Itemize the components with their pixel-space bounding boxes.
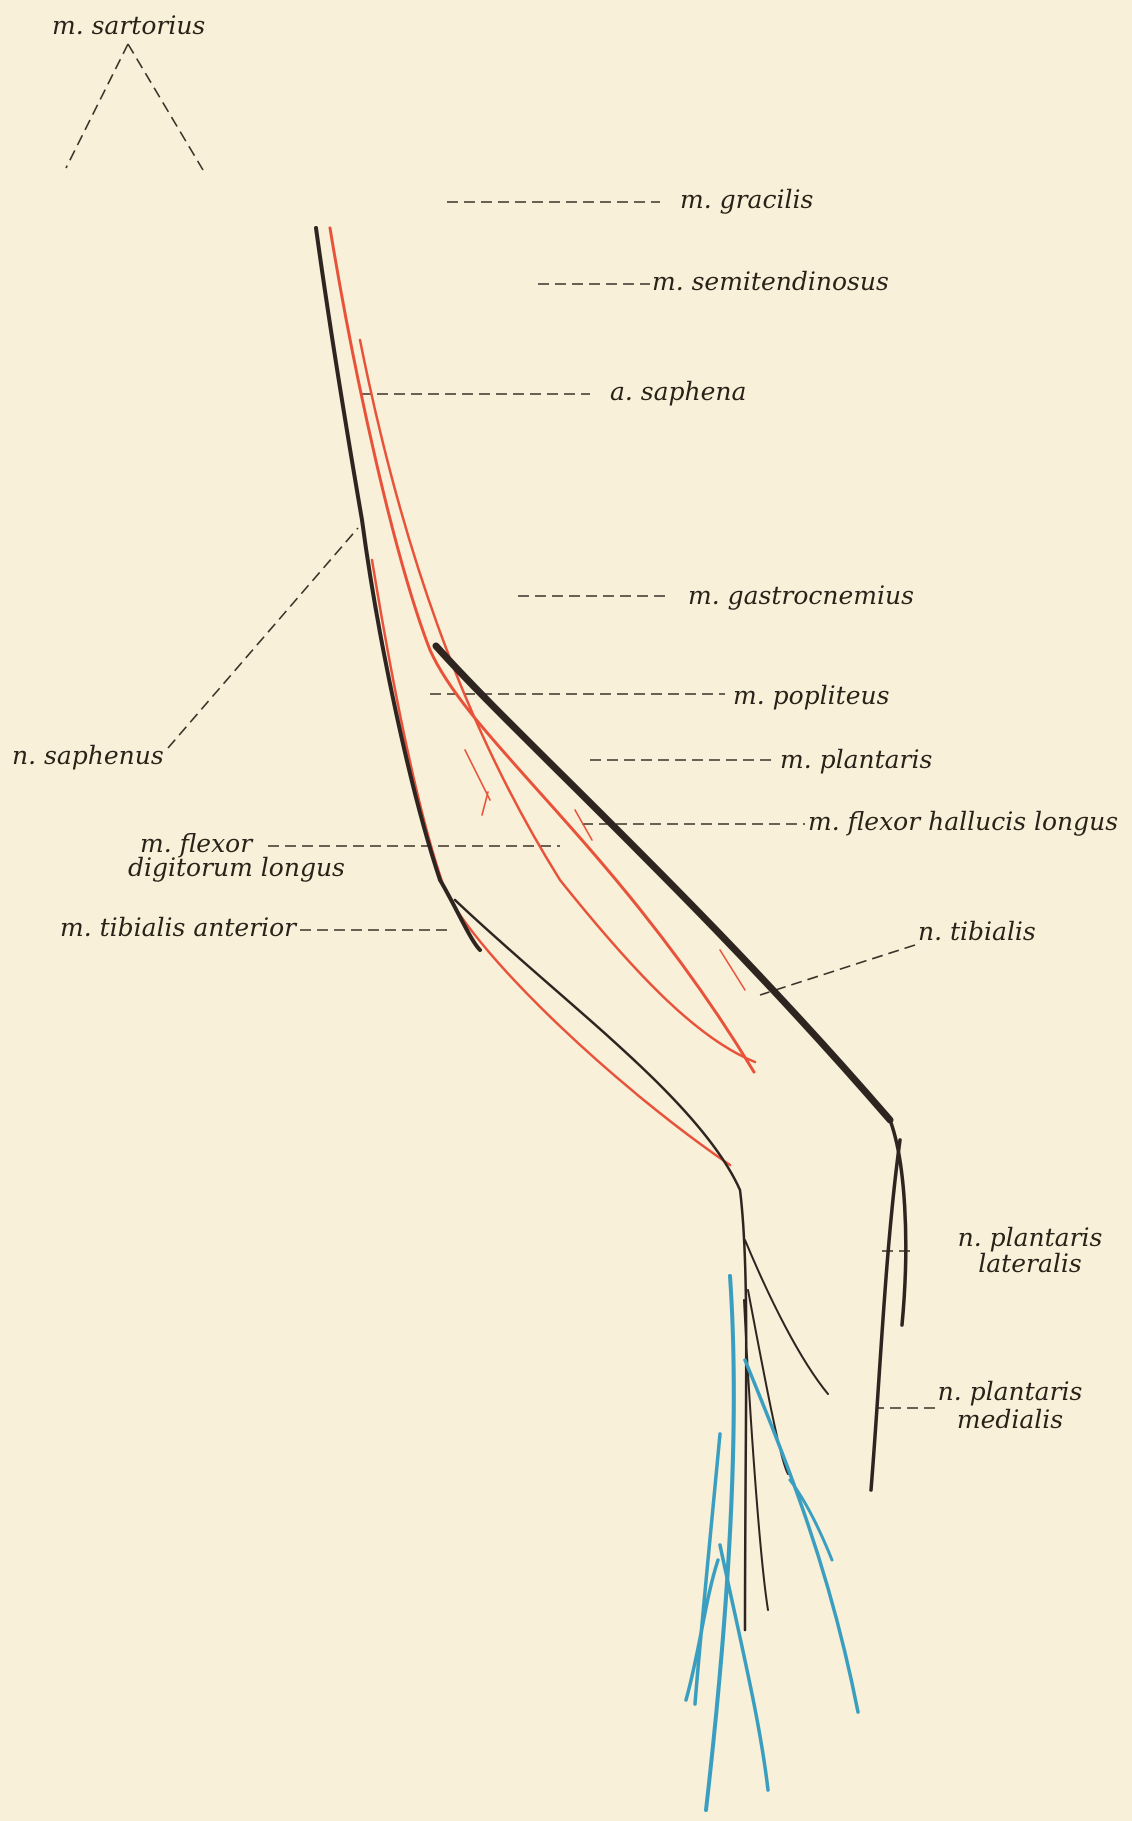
leader-tibialis bbox=[760, 945, 915, 995]
nerve-digital-1 bbox=[745, 1240, 828, 1394]
label-flexor-digitorum-2: digitorum longus bbox=[128, 854, 345, 882]
label-plantaris-medialis-1: n. plantaris bbox=[935, 1378, 1085, 1406]
nerves bbox=[316, 228, 906, 1630]
label-plantaris-lateralis-2: lateralis bbox=[960, 1250, 1100, 1278]
artery-twig-1 bbox=[465, 750, 490, 815]
label-saphena: a. saphena bbox=[610, 378, 746, 406]
vein-branch-1 bbox=[745, 1360, 858, 1712]
veins bbox=[686, 1276, 858, 1810]
label-gracilis: m. gracilis bbox=[680, 186, 813, 214]
label-tibialis: n. tibialis bbox=[918, 918, 1036, 946]
nerve-saphenus bbox=[316, 228, 480, 950]
nerve-tibialis-anterior-branch bbox=[455, 900, 746, 1630]
label-flexor-hallucis-longus: m. flexor hallucis longus bbox=[808, 808, 1118, 836]
label-semitendinosus: m. semitendinosus bbox=[652, 268, 889, 296]
leader-sartorius bbox=[66, 44, 203, 170]
label-saphenus: n. saphenus bbox=[12, 742, 164, 770]
leader-saphenus bbox=[168, 528, 358, 748]
label-plantaris: m. plantaris bbox=[780, 746, 932, 774]
label-tibialis-anterior: m. tibialis anterior bbox=[60, 914, 296, 942]
vein-branch-4 bbox=[686, 1560, 718, 1700]
artery-saphena-main bbox=[330, 228, 754, 1072]
leader-lines bbox=[66, 44, 935, 1408]
label-plantaris-lateralis-1: n. plantaris bbox=[945, 1224, 1115, 1252]
nerve-tibialis bbox=[436, 646, 890, 1120]
label-plantaris-medialis-2: medialis bbox=[935, 1406, 1085, 1434]
label-sartorius: m. sartorius bbox=[52, 12, 205, 40]
nerve-digital-3 bbox=[744, 1300, 768, 1610]
label-gastrocnemius: m. gastrocnemius bbox=[688, 582, 914, 610]
label-popliteus: m. popliteus bbox=[733, 682, 889, 710]
artery-tibialis-branch bbox=[372, 560, 730, 1165]
nerve-plantaris-medialis bbox=[871, 1140, 900, 1490]
artery-saphena-branch bbox=[360, 340, 755, 1062]
